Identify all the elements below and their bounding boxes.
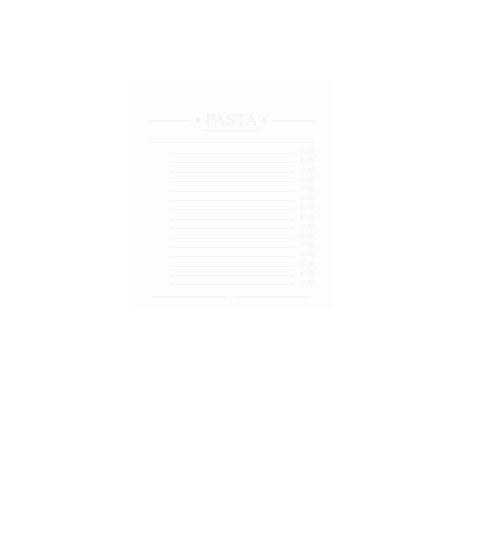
menu-item: $0.00: [170, 279, 314, 288]
menu-item: $0.00: [170, 270, 314, 279]
menu-item: $0.00: [170, 176, 314, 185]
menu-item-price: $0.00: [299, 186, 314, 193]
menu-item-price: $0.00: [299, 252, 314, 259]
menu-item-price: $0.00: [299, 214, 314, 221]
menu-item-dotted-line: [170, 237, 294, 239]
menu-item-price: $0.00: [299, 149, 314, 155]
menu-item-dotted-line: [170, 190, 294, 192]
menu-item: $0.00: [170, 223, 314, 232]
menu-item: $0.00: [170, 195, 314, 204]
menu-item-dotted-line: [170, 256, 294, 258]
menu-item-dotted-line: [170, 199, 294, 201]
menu-item-dotted-line: [170, 218, 294, 220]
menu-item: $0.00: [170, 261, 314, 270]
menu-item-price: $0.00: [299, 177, 314, 184]
menu-card: ◆ PASTA ◆ $0.00$0.00$0.00$0.00$0.00$0.00…: [130, 80, 332, 310]
menu-item: $0.00: [170, 242, 314, 251]
menu-item: $0.00: [170, 167, 314, 176]
menu-item-dotted-line: [170, 162, 294, 164]
menu-item-price: $0.00: [299, 242, 314, 249]
menu-items-list: $0.00 $0.00 $0.00 $0.00 $0.00 $0.00 $0.00 $0.00…: [170, 148, 314, 289]
menu-item-dotted-line: [170, 284, 294, 286]
menu-item-price: $0.00: [299, 195, 314, 202]
menu-item-price: $0.00: [299, 205, 314, 212]
footer-rule-right: [235, 295, 310, 297]
menu-item-price: $0.00: [299, 271, 314, 278]
menu-item-price: $0.00: [299, 158, 314, 165]
menu-item-dotted-line: [170, 181, 294, 183]
menu-item: $0.00: [170, 204, 314, 213]
menu-item-dotted-line: [170, 246, 294, 248]
menu-item-price: $0.00: [299, 167, 314, 174]
footer-rule-left: [152, 295, 227, 297]
menu-item-dotted-line: [170, 265, 294, 267]
menu-item-dotted-line: [170, 209, 294, 211]
menu-item-dotted-line: [170, 275, 294, 277]
menu-item-dotted-line: [170, 153, 294, 154]
menu-item: $0.00: [170, 251, 314, 260]
menu-item-dotted-line: [170, 228, 294, 230]
header-divider: [148, 142, 314, 143]
menu-item-dotted-line: [170, 171, 294, 173]
menu-item-price: $0.00: [299, 224, 314, 231]
menu-item: $0.00: [170, 186, 314, 195]
menu-item: $0.00: [170, 148, 314, 157]
menu-item-price: $0.00: [299, 233, 314, 240]
title-rule-left: [148, 119, 191, 121]
menu-title-row: ◆ PASTA ◆: [148, 111, 314, 129]
menu-item-price: $0.00: [299, 261, 314, 268]
diamond-ornament-icon: ◆: [194, 115, 201, 124]
diamond-ornament-icon: ◆: [261, 115, 268, 124]
title-underline: [202, 130, 260, 131]
menu-item-price: $0.00: [299, 280, 314, 287]
menu-item: $0.00: [170, 157, 314, 166]
menu-item: $0.00: [170, 233, 314, 242]
menu-item: $0.00: [170, 214, 314, 223]
menu-title: PASTA: [204, 110, 258, 129]
menu-footer: [152, 292, 310, 300]
title-rule-right: [271, 119, 314, 121]
